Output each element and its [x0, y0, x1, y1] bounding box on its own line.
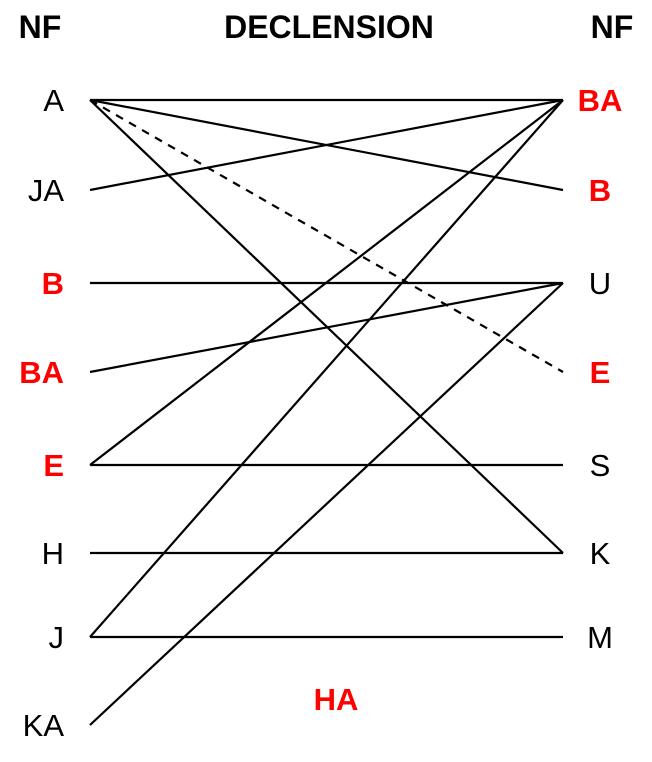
right-node-s: S — [590, 448, 611, 483]
right-node-b: B — [589, 173, 611, 208]
left-node-ba: BA — [19, 355, 64, 390]
edge-ba-to-u — [89, 281, 564, 374]
right-node-ba: BA — [578, 83, 623, 118]
left-node-ja: JA — [28, 173, 65, 208]
left-node-j: J — [49, 620, 65, 655]
left-node-e: E — [43, 448, 64, 483]
left-node-column: A JA B BA E H J KA — [19, 83, 64, 743]
right-node-e: E — [590, 355, 611, 390]
edge-ka-to-u — [89, 282, 564, 726]
footer-label: HA — [314, 682, 359, 717]
edge-e-to-ba — [89, 99, 564, 466]
header-left: NF — [19, 9, 62, 45]
right-node-column: BA B U E S K M — [578, 83, 623, 655]
header-right: NF — [591, 9, 634, 45]
left-node-b: B — [42, 266, 64, 301]
edges-layer — [89, 98, 564, 726]
left-node-h: H — [42, 536, 64, 571]
header-center: DECLENSION — [224, 9, 434, 45]
right-node-k: K — [590, 536, 611, 571]
left-node-ka: KA — [23, 708, 65, 743]
left-node-a: A — [43, 83, 64, 118]
edge-j-to-ba — [89, 99, 564, 638]
right-node-m: M — [587, 620, 613, 655]
labels-layer: NF DECLENSION NF — [19, 9, 634, 45]
edge-ja-to-ba — [89, 98, 564, 192]
right-node-u: U — [589, 266, 611, 301]
edge-a-to-e — [89, 99, 564, 373]
